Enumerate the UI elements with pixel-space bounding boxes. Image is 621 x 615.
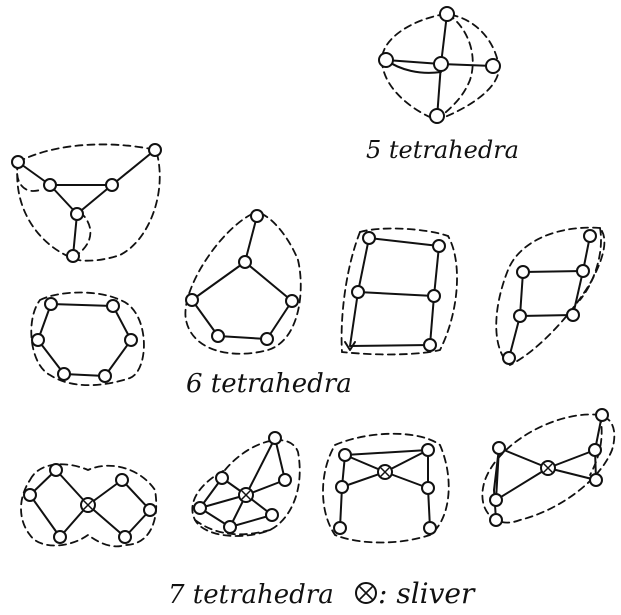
envelope: [17, 144, 160, 260]
vertex: [379, 53, 393, 67]
figure-ladder-vertical: [342, 229, 457, 355]
vertex: [45, 298, 57, 310]
vertex: [12, 156, 24, 168]
vertex: [334, 522, 346, 534]
vertex: [144, 504, 156, 516]
edge: [38, 304, 131, 376]
figure-ladder-tilted: [496, 228, 604, 365]
vertex: [58, 368, 70, 380]
vertex: [24, 489, 36, 501]
vertex: [149, 144, 161, 156]
vertex: [430, 109, 444, 123]
vertex: [424, 339, 436, 351]
envelope: [185, 214, 300, 354]
edge: [18, 150, 155, 256]
figure-tilted-cluster: [192, 432, 299, 536]
vertex: [261, 333, 273, 345]
sliver-icon: [81, 498, 95, 512]
vertex: [433, 240, 445, 252]
figure-hourglass: [323, 434, 449, 543]
figure-tilted-hourglass: [482, 409, 614, 526]
vertex: [567, 309, 579, 321]
vertex: [514, 310, 526, 322]
figure-hexagon-ring: [31, 293, 144, 386]
sliver-icon: [378, 465, 392, 479]
vertex: [119, 531, 131, 543]
vertex: [269, 432, 281, 444]
label-sliver: : sliver: [378, 577, 476, 610]
edge: [192, 216, 292, 339]
sliver-icon: [541, 461, 555, 475]
edge: [340, 450, 430, 528]
vertex: [517, 266, 529, 278]
vertex: [589, 444, 601, 456]
vertex: [486, 59, 500, 73]
sliver-legend-icon: [356, 583, 376, 603]
vertex: [186, 294, 198, 306]
vertex: [239, 256, 251, 268]
vertex: [339, 449, 351, 461]
vertex: [125, 334, 137, 346]
vertex: [490, 514, 502, 526]
figure-triangle: [12, 144, 161, 262]
vertex: [44, 179, 56, 191]
vertex: [67, 250, 79, 262]
vertex: [424, 522, 436, 534]
vertex: [266, 509, 278, 521]
vertex: [212, 330, 224, 342]
vertex: [352, 286, 364, 298]
vertex: [107, 300, 119, 312]
vertex: [428, 290, 440, 302]
vertex: [54, 531, 66, 543]
vertex: [363, 232, 375, 244]
figure-double-diamond: [21, 464, 156, 546]
vertex: [279, 474, 291, 486]
vertex: [596, 409, 608, 421]
vertex: [577, 265, 589, 277]
sliver-icon: [239, 488, 253, 502]
vertex: [32, 334, 44, 346]
vertex: [422, 482, 434, 494]
label-5-tetrahedra: 5 tetrahedra: [366, 136, 519, 164]
vertex: [286, 295, 298, 307]
vertex: [194, 502, 206, 514]
figure-pentagon: [185, 210, 300, 354]
figure-5-tetrahedra: [379, 7, 500, 123]
vertex: [422, 444, 434, 456]
label-7-tetrahedra: 7 tetrahedra: [168, 580, 334, 610]
vertex: [106, 179, 118, 191]
vertex: [434, 57, 448, 71]
vertex: [224, 521, 236, 533]
vertex: [99, 370, 111, 382]
vertex: [216, 472, 228, 484]
vertex: [503, 352, 515, 364]
vertex: [50, 464, 62, 476]
vertex: [116, 474, 128, 486]
edge: [509, 236, 590, 358]
vertex: [590, 474, 602, 486]
vertex: [336, 481, 348, 493]
vertex: [584, 230, 596, 242]
vertex: [493, 442, 505, 454]
vertex: [71, 208, 83, 220]
label-6-tetrahedra: 6 tetrahedra: [186, 369, 352, 399]
vertex: [440, 7, 454, 21]
vertex: [251, 210, 263, 222]
vertex: [490, 494, 502, 506]
